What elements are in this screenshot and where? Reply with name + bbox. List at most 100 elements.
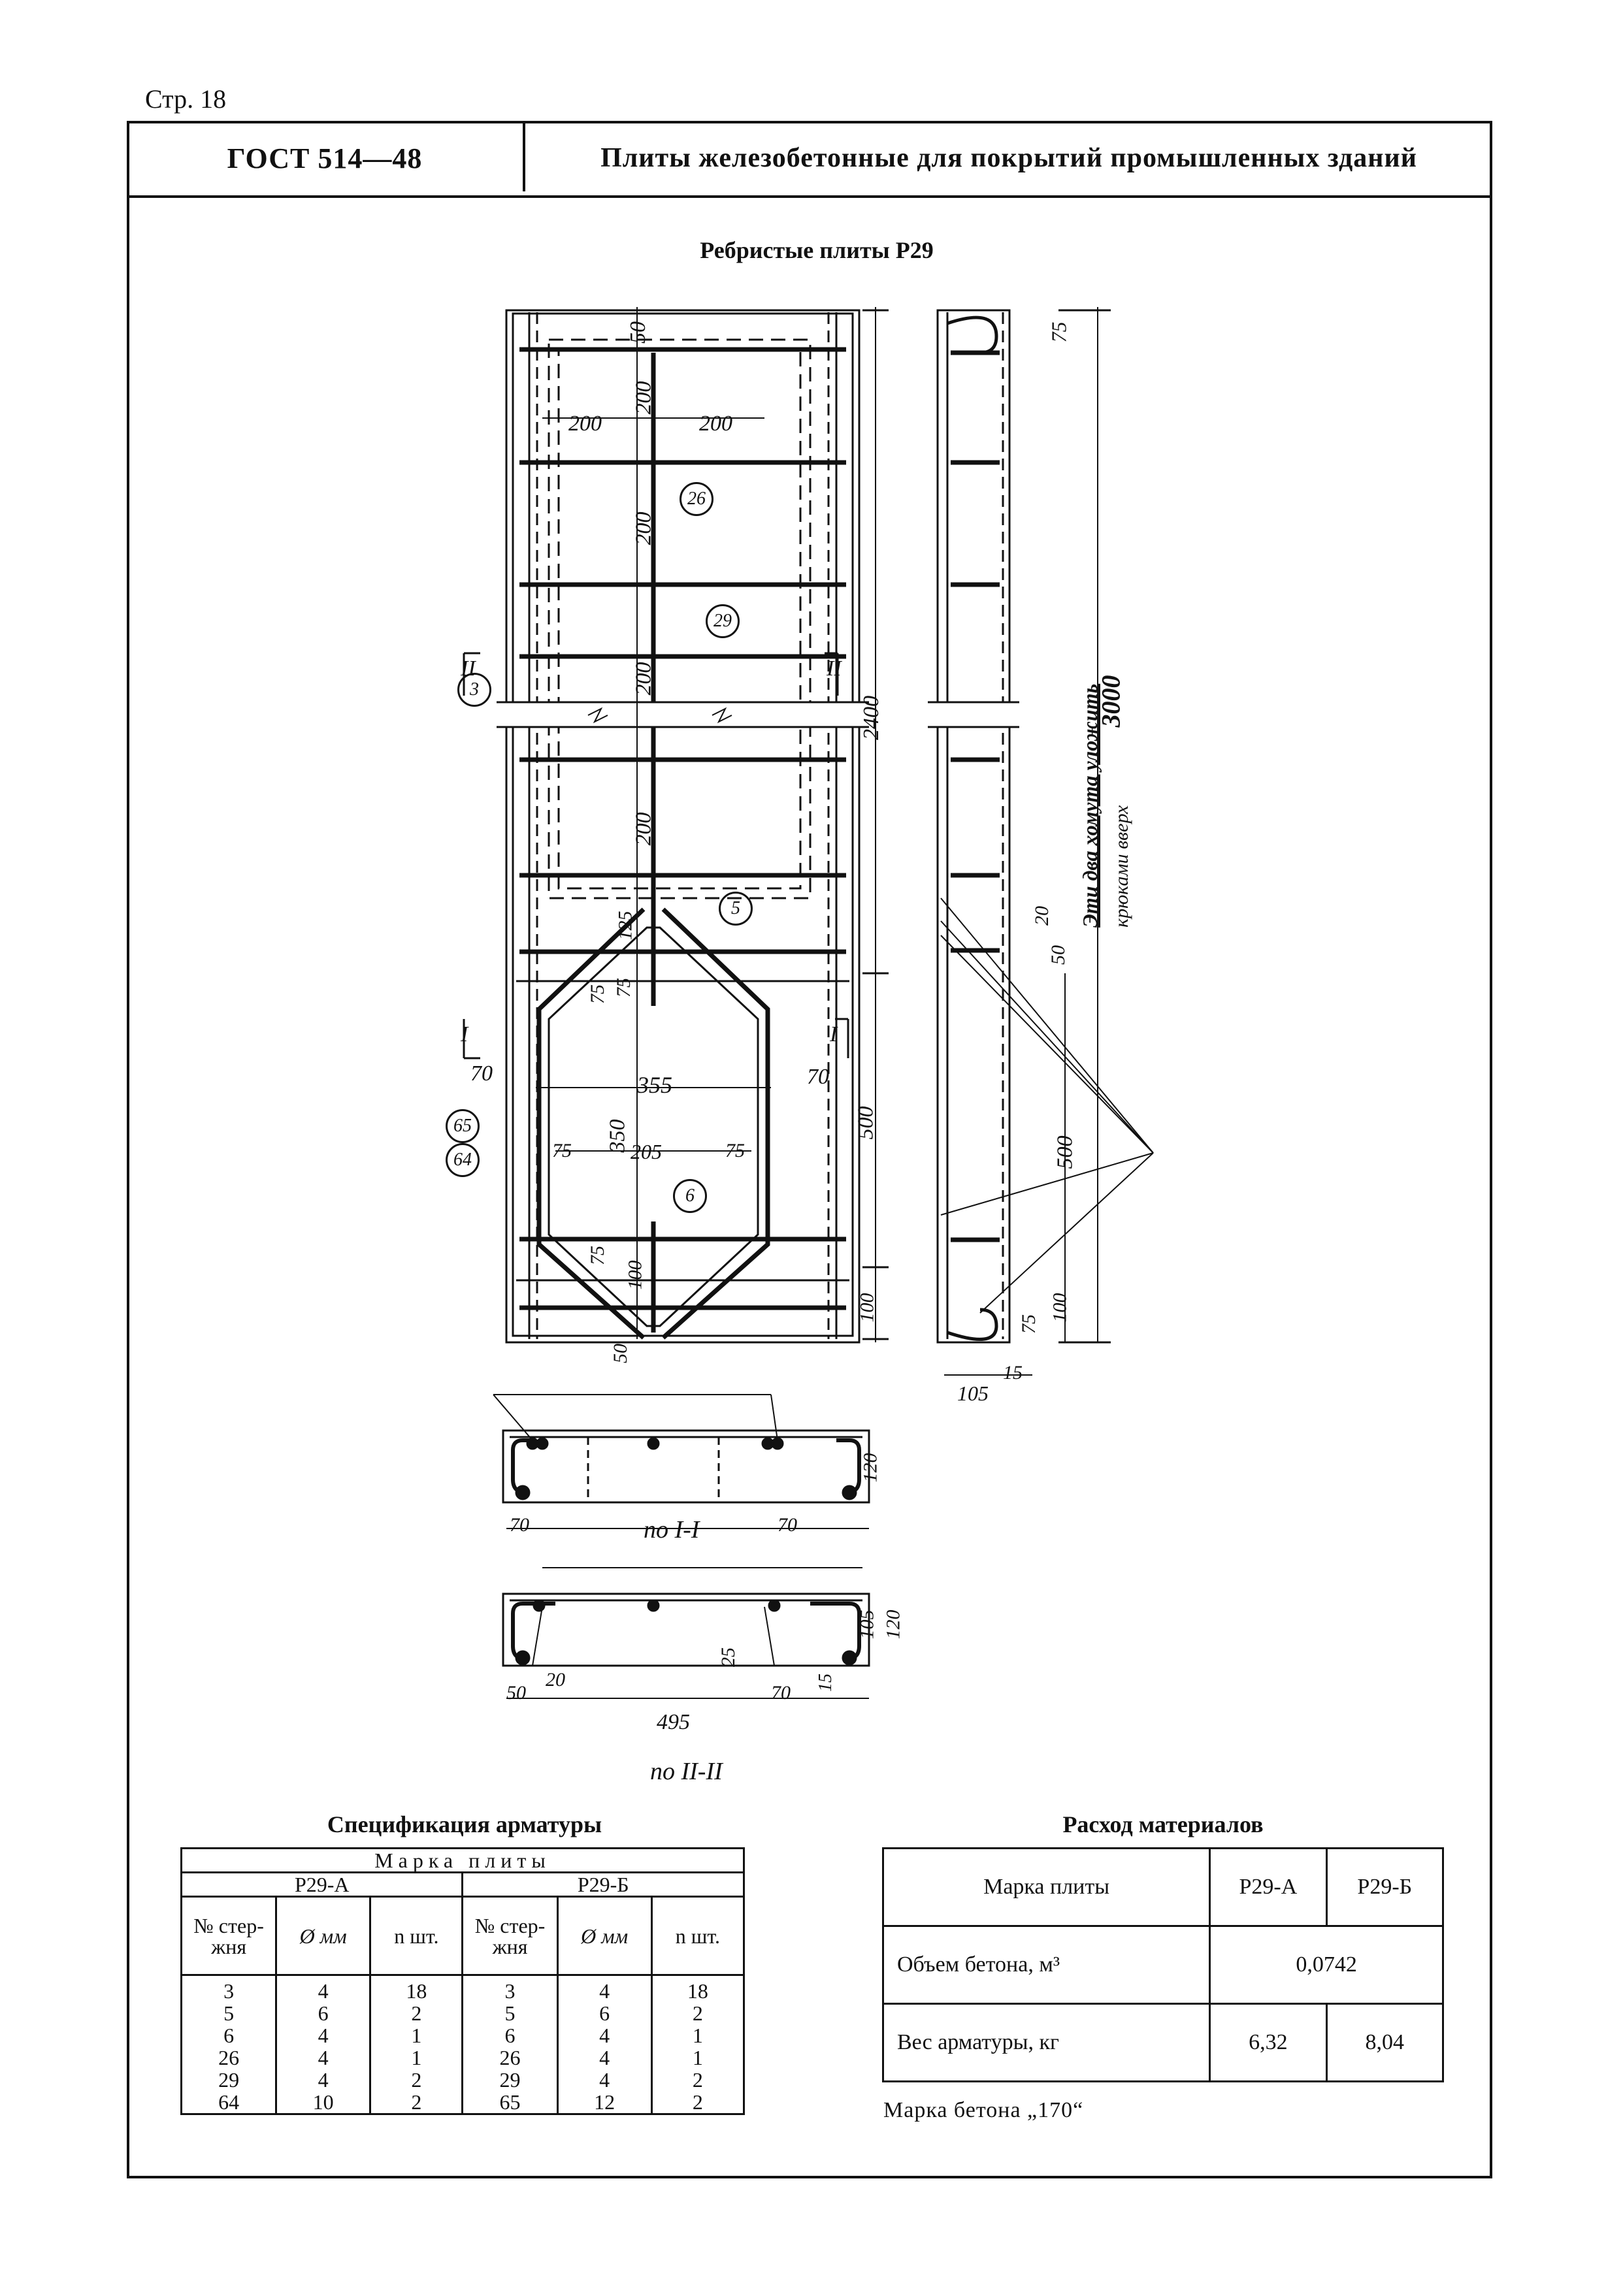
- side-dim-500: 500: [1053, 1135, 1077, 1169]
- cell: 2: [369, 2002, 463, 2024]
- steel-weight-b: 8,04: [1325, 2003, 1445, 2082]
- section-mark-2-left: II: [461, 656, 476, 681]
- cell: 26: [461, 2046, 558, 2069]
- cell: 2: [369, 2091, 463, 2115]
- cell: 4: [556, 2046, 652, 2069]
- dim-200-a: 200: [631, 381, 656, 415]
- cell: 5: [180, 2002, 276, 2024]
- header-title: Плиты железобетонные для покрытий промыш…: [600, 143, 1417, 173]
- table-row: Вес арматуры, кг 6,32 8,04: [881, 2003, 1445, 2082]
- section2-caption: по II-II: [650, 1758, 723, 1785]
- s1-dim-70-left: 70: [510, 1514, 529, 1536]
- s2-dim-20: 20: [546, 1669, 565, 1690]
- table-row: Марка плиты Р29-А Р29-Б: [881, 1847, 1445, 1927]
- s1-dim-70-right: 70: [778, 1514, 797, 1536]
- cell: 6: [275, 2002, 370, 2024]
- cell: 18: [369, 1975, 463, 2002]
- cell: 65: [461, 2091, 558, 2115]
- gost-number: ГОСТ 514—48: [227, 142, 423, 174]
- spec-variant-b: Р29-Б: [461, 1871, 745, 1898]
- cell: 4: [275, 2024, 370, 2046]
- cell: 29: [461, 2069, 558, 2091]
- cell: 18: [650, 1975, 746, 2002]
- cell: 2: [650, 2069, 746, 2091]
- materials-variant-a: Р29-А: [1209, 1847, 1328, 1927]
- spec-variant-a: Р29-А: [180, 1871, 464, 1898]
- materials-title: Расход материалов: [1062, 1811, 1264, 1837]
- dim-70-right: 70: [807, 1065, 829, 1089]
- side-dim-105: 105: [957, 1382, 989, 1405]
- mark-65: 65: [446, 1109, 480, 1143]
- cell: 29: [180, 2069, 276, 2091]
- mark-6: 6: [673, 1179, 707, 1213]
- concrete-volume-value: 0,0742: [1209, 1925, 1444, 2005]
- col-dia-a: Ø мм: [275, 1896, 372, 1976]
- cell: 4: [556, 1975, 652, 2002]
- s2-dim-25: 25: [717, 1647, 739, 1667]
- dim-50-bottom: 50: [610, 1344, 631, 1363]
- cell: 64: [180, 2091, 276, 2115]
- cell: 1: [650, 2046, 746, 2069]
- s2-dim-105: 105: [856, 1609, 878, 1640]
- dim-205: 205: [631, 1140, 662, 1163]
- spec-group-header: Марка плиты: [180, 1847, 745, 1873]
- dim-125: 125: [614, 911, 636, 941]
- spec-title: Спецификация арматуры: [327, 1811, 602, 1837]
- cell: 5: [461, 2002, 558, 2024]
- dim-75-c: 75: [552, 1140, 572, 1161]
- cell: 6: [556, 2002, 652, 2024]
- side-view: [928, 307, 1154, 1376]
- header-bar: [127, 121, 1492, 198]
- dim-355: 355: [637, 1072, 672, 1098]
- table-row: 6 4 1 6 4 1: [180, 2024, 746, 2046]
- cell: 4: [275, 2046, 370, 2069]
- cell: 3: [461, 1975, 558, 2002]
- dim-50-top: 50: [626, 321, 650, 344]
- table-row: 3 4 18 3 4 18: [180, 1975, 746, 2002]
- spec-table: Марка плиты Р29-А Р29-Б № стер-жня Ø мм …: [180, 1847, 746, 2115]
- cell: 1: [650, 2024, 746, 2046]
- mark-29: 29: [706, 604, 740, 638]
- cell: 6: [461, 2024, 558, 2046]
- dim-2400: 2400: [859, 696, 883, 740]
- dim-75-d: 75: [725, 1140, 745, 1161]
- cell: 1: [369, 2046, 463, 2069]
- s2-dim-495: 495: [657, 1710, 690, 1734]
- section-mark-2-right: II: [827, 656, 842, 681]
- col-no-a: № стер-жня: [180, 1896, 278, 1976]
- table-row: 29 4 2 29 4 2: [180, 2069, 746, 2091]
- cell: 4: [275, 1975, 370, 2002]
- side-dim-75-b: 75: [1018, 1314, 1040, 1334]
- s2-dim-120: 120: [882, 1609, 904, 1640]
- concrete-volume-label: Объем бетона, м³: [881, 1925, 1211, 2005]
- materials-variant-b: Р29-Б: [1325, 1847, 1445, 1927]
- table-row: 5 6 2 5 6 2: [180, 2002, 746, 2024]
- steel-weight-label: Вес арматуры, кг: [881, 2003, 1211, 2082]
- cell: 26: [180, 2046, 276, 2069]
- page-number: Стр. 18: [145, 84, 227, 114]
- materials-table: Марка плиты Р29-А Р29-Б Объем бетона, м³…: [881, 1847, 1445, 2082]
- concrete-grade-note: Марка бетона „170“: [883, 2098, 1084, 2122]
- table-row: 26 4 1 26 4 1: [180, 2046, 746, 2069]
- table-row: 64 10 2 65 12 2: [180, 2091, 746, 2115]
- header-divider: [523, 121, 525, 191]
- side-note-line1: Эти два хомута уложить: [1078, 683, 1102, 928]
- cell: 6: [180, 2024, 276, 2046]
- cell: 4: [556, 2024, 652, 2046]
- section-1: [493, 1394, 870, 1529]
- mark-5: 5: [719, 892, 753, 926]
- dim-75-b: 75: [613, 978, 634, 997]
- dim-500: 500: [853, 1106, 878, 1140]
- section1-caption: по I-I: [644, 1516, 700, 1544]
- side-dim-100: 100: [1049, 1293, 1071, 1323]
- side-dim-15: 15: [1003, 1362, 1023, 1383]
- cell: 4: [556, 2069, 652, 2091]
- dim-70-left: 70: [470, 1061, 493, 1086]
- dim-75-e: 75: [587, 1246, 608, 1265]
- dim-100-a: 100: [624, 1260, 646, 1290]
- steel-weight-a: 6,32: [1209, 2003, 1328, 2082]
- dim-350: 350: [605, 1119, 630, 1153]
- cell: 2: [650, 2002, 746, 2024]
- col-dia-b: Ø мм: [556, 1896, 653, 1976]
- s2-dim-70: 70: [771, 1682, 791, 1704]
